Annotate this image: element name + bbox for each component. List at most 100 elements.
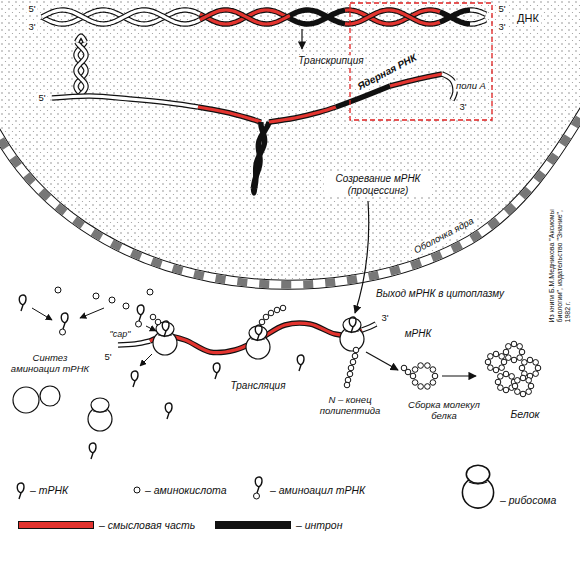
- strand-end: 5': [496, 4, 507, 15]
- amino-acid-bead: [280, 305, 286, 311]
- amino-acid-bead: [503, 349, 509, 355]
- amino-acid-bead: [498, 385, 504, 391]
- dna-strand-outline: [290, 10, 345, 24]
- art-use: [55, 287, 61, 293]
- dna-label: ДНК: [515, 12, 541, 25]
- art-circle: [40, 386, 60, 406]
- amino-acid-bead: [498, 374, 504, 380]
- strand-end: 5': [36, 93, 47, 104]
- rna-hairpin-outline: [76, 42, 86, 96]
- part-label: Белок: [508, 408, 541, 420]
- legend-text: – аминоацил тРНК: [270, 484, 365, 496]
- polypeptide-chains: [150, 305, 541, 397]
- rna-exon-outline: [390, 74, 442, 86]
- amino-acid-bead: [526, 378, 532, 384]
- amino-acid-bead: [515, 378, 521, 384]
- amino-acid-bead: [520, 391, 526, 397]
- source-note: Из книги Б.М.Медникова "Аксиомы биологии…: [548, 196, 572, 325]
- amino-acid-bead: [432, 373, 438, 379]
- dna-strand: [440, 10, 470, 22]
- amino-acid-bead: [511, 341, 517, 347]
- art-use: [17, 483, 24, 499]
- art-use: [153, 322, 177, 355]
- dna-strand-outline: [345, 10, 440, 24]
- amino-acid-bead: [425, 363, 431, 369]
- amino-acid-bead: [533, 360, 539, 366]
- amino-acid-bead: [506, 344, 512, 350]
- part-label: N – конец полипептида: [311, 395, 389, 417]
- transcription-arrow: [301, 29, 302, 49]
- legend-text: – смысловая часть: [99, 519, 195, 531]
- art-path: [0, 100, 580, 285]
- amino-acid-bead: [520, 375, 526, 381]
- rna-intron: [253, 122, 269, 188]
- mrna-label: мРНК: [403, 328, 434, 340]
- folding-arrow: [366, 352, 398, 370]
- rna-intron-outline: [255, 122, 265, 188]
- amino-acid-bead: [347, 371, 353, 377]
- art-use: [134, 487, 140, 493]
- art-use: [19, 295, 26, 311]
- rna-hairpin-outline: [76, 42, 86, 96]
- strand-end: 3': [496, 22, 507, 33]
- amino-acid-bead: [501, 359, 507, 365]
- polysome: [153, 317, 364, 359]
- amino-acid-bead: [155, 319, 161, 325]
- poly-a-label: поли А: [454, 81, 488, 92]
- dna-strand-outline: [470, 10, 486, 14]
- amino-acid-bead: [517, 355, 523, 361]
- legend-icons: [17, 465, 493, 508]
- art-use: [246, 326, 270, 359]
- amino-acid-bead: [493, 351, 499, 357]
- cap-label: "cap": [108, 329, 133, 339]
- mrna-cap-end: [118, 341, 150, 345]
- amino-acid-bead: [425, 384, 431, 390]
- legend-text: – рибосома: [500, 494, 556, 506]
- amino-acid-bead: [353, 347, 359, 353]
- process-label: Созревание мРНК (процессинг): [324, 173, 432, 196]
- art-path: [0, 100, 580, 285]
- art-use: [93, 293, 99, 299]
- art-use: [165, 403, 172, 419]
- dna-helix: [42, 10, 486, 24]
- amino-acid-bead: [488, 354, 494, 360]
- amino-acid-bead: [509, 374, 515, 380]
- art-use: [297, 355, 304, 371]
- art-use: [60, 313, 69, 335]
- amino-acid-bead: [263, 314, 269, 320]
- rna-hairpin: [76, 42, 86, 96]
- amino-acid-bead: [412, 380, 418, 386]
- rna-intron-outline: [253, 188, 254, 193]
- art-path: [32, 308, 52, 320]
- art-use: [147, 289, 153, 295]
- art-use: [340, 318, 364, 351]
- mrna-tail-outline: [362, 324, 376, 330]
- process-label: Синтез аминоацил тРНК: [6, 353, 94, 375]
- assembly-arrow: [442, 375, 476, 376]
- mrna-tail: [362, 324, 376, 330]
- strand-end: 3': [26, 22, 37, 33]
- rna-segment-outline: [52, 96, 198, 107]
- amino-acid-bead: [522, 360, 528, 366]
- dna-strand-outline: [470, 20, 486, 24]
- dna-strand: [290, 10, 345, 24]
- amino-acid-bead: [512, 383, 518, 389]
- dna-strand-outline: [200, 10, 290, 24]
- process-label: Сборка молекул белка: [405, 400, 483, 422]
- dna-strand-outline: [345, 10, 440, 24]
- art-g: [462, 465, 493, 508]
- amino-acid-bead: [526, 389, 532, 395]
- rna-hairpin-outline: [77, 36, 86, 42]
- dna-strand: [470, 10, 486, 14]
- strand-end: 5': [26, 4, 37, 15]
- amino-acid-bead: [410, 373, 416, 379]
- strand-end: 5': [102, 352, 113, 363]
- dna-strand: [42, 10, 200, 24]
- amino-acid-bead: [528, 383, 534, 389]
- amino-acid-bead: [535, 365, 541, 371]
- amino-acid-bead: [430, 367, 436, 373]
- dna-strand: [200, 10, 290, 24]
- rna-exon: [269, 107, 336, 122]
- process-label: Транскрипция: [296, 55, 365, 67]
